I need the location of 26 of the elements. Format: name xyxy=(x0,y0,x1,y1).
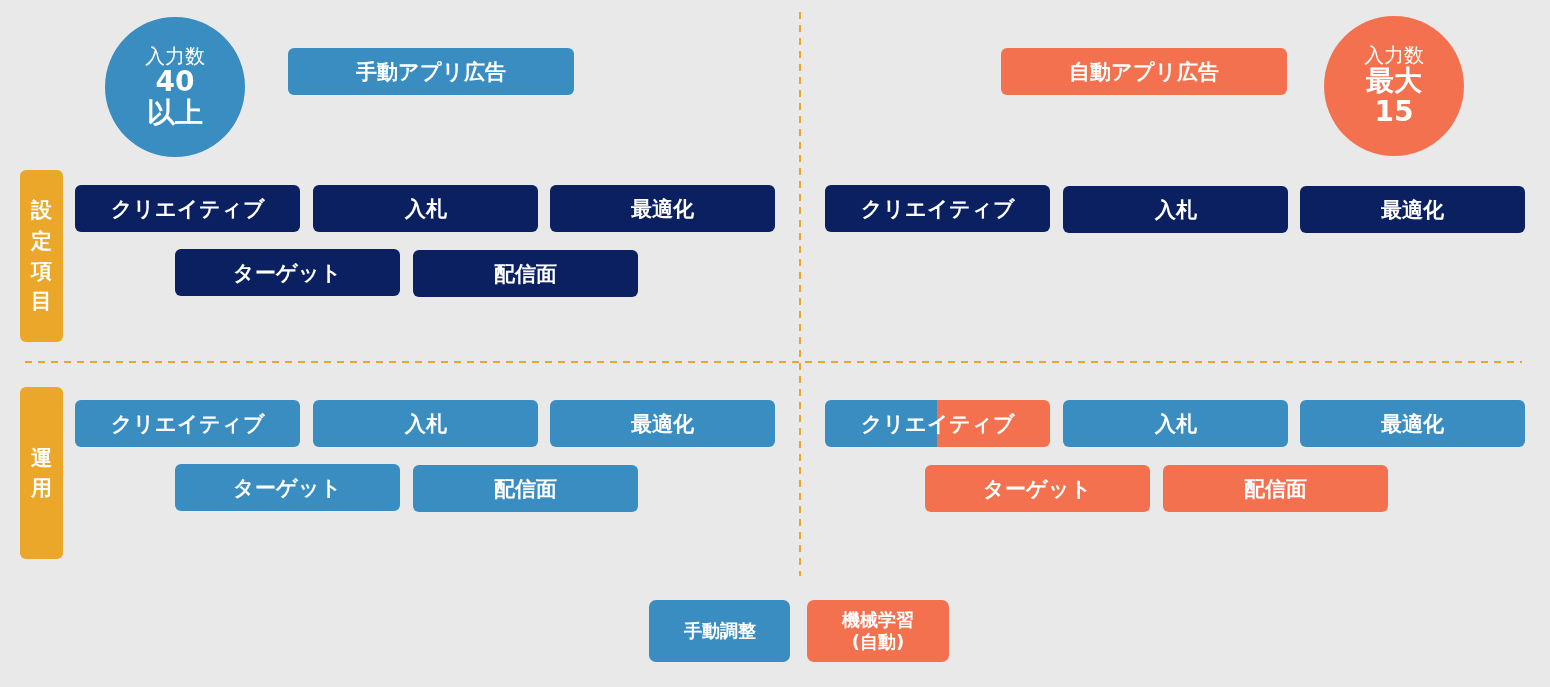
operation-box: 入札 xyxy=(313,400,538,447)
count-value: 40 以上 xyxy=(147,67,203,129)
setting-box: 最適化 xyxy=(1300,186,1525,233)
legend-label: 機械学習 (自動) xyxy=(840,609,915,653)
setting-box: 最適化 xyxy=(550,185,775,232)
operation-box: 配信面 xyxy=(1163,465,1388,512)
setting-box: 入札 xyxy=(313,185,538,232)
operation-box: ターゲット xyxy=(925,465,1150,512)
operation-box: ターゲット xyxy=(175,464,400,511)
setting-box: ターゲット xyxy=(175,249,400,296)
setting-box: 入札 xyxy=(1063,186,1288,233)
row-header: 設定項目 xyxy=(20,170,63,342)
legend-label: 手動調整 xyxy=(683,620,756,642)
operation-box: 最適化 xyxy=(550,400,775,447)
operation-box: 最適化 xyxy=(1300,400,1525,447)
operation-box: 配信面 xyxy=(413,465,638,512)
operation-box: クリエイティブ xyxy=(75,400,300,447)
operation-box: 入札 xyxy=(1063,400,1288,447)
campaign-box: 自動アプリ広告 xyxy=(1001,48,1287,95)
setting-box: クリエイティブ xyxy=(75,185,300,232)
row-header: 運用 xyxy=(20,387,63,559)
count-value: 最大 15 xyxy=(1366,66,1422,128)
campaign-box: 手動アプリ広告 xyxy=(288,48,574,95)
count-label: 入力数 xyxy=(145,45,205,68)
setting-box: 配信面 xyxy=(413,250,638,297)
setting-box: クリエイティブ xyxy=(825,185,1050,232)
